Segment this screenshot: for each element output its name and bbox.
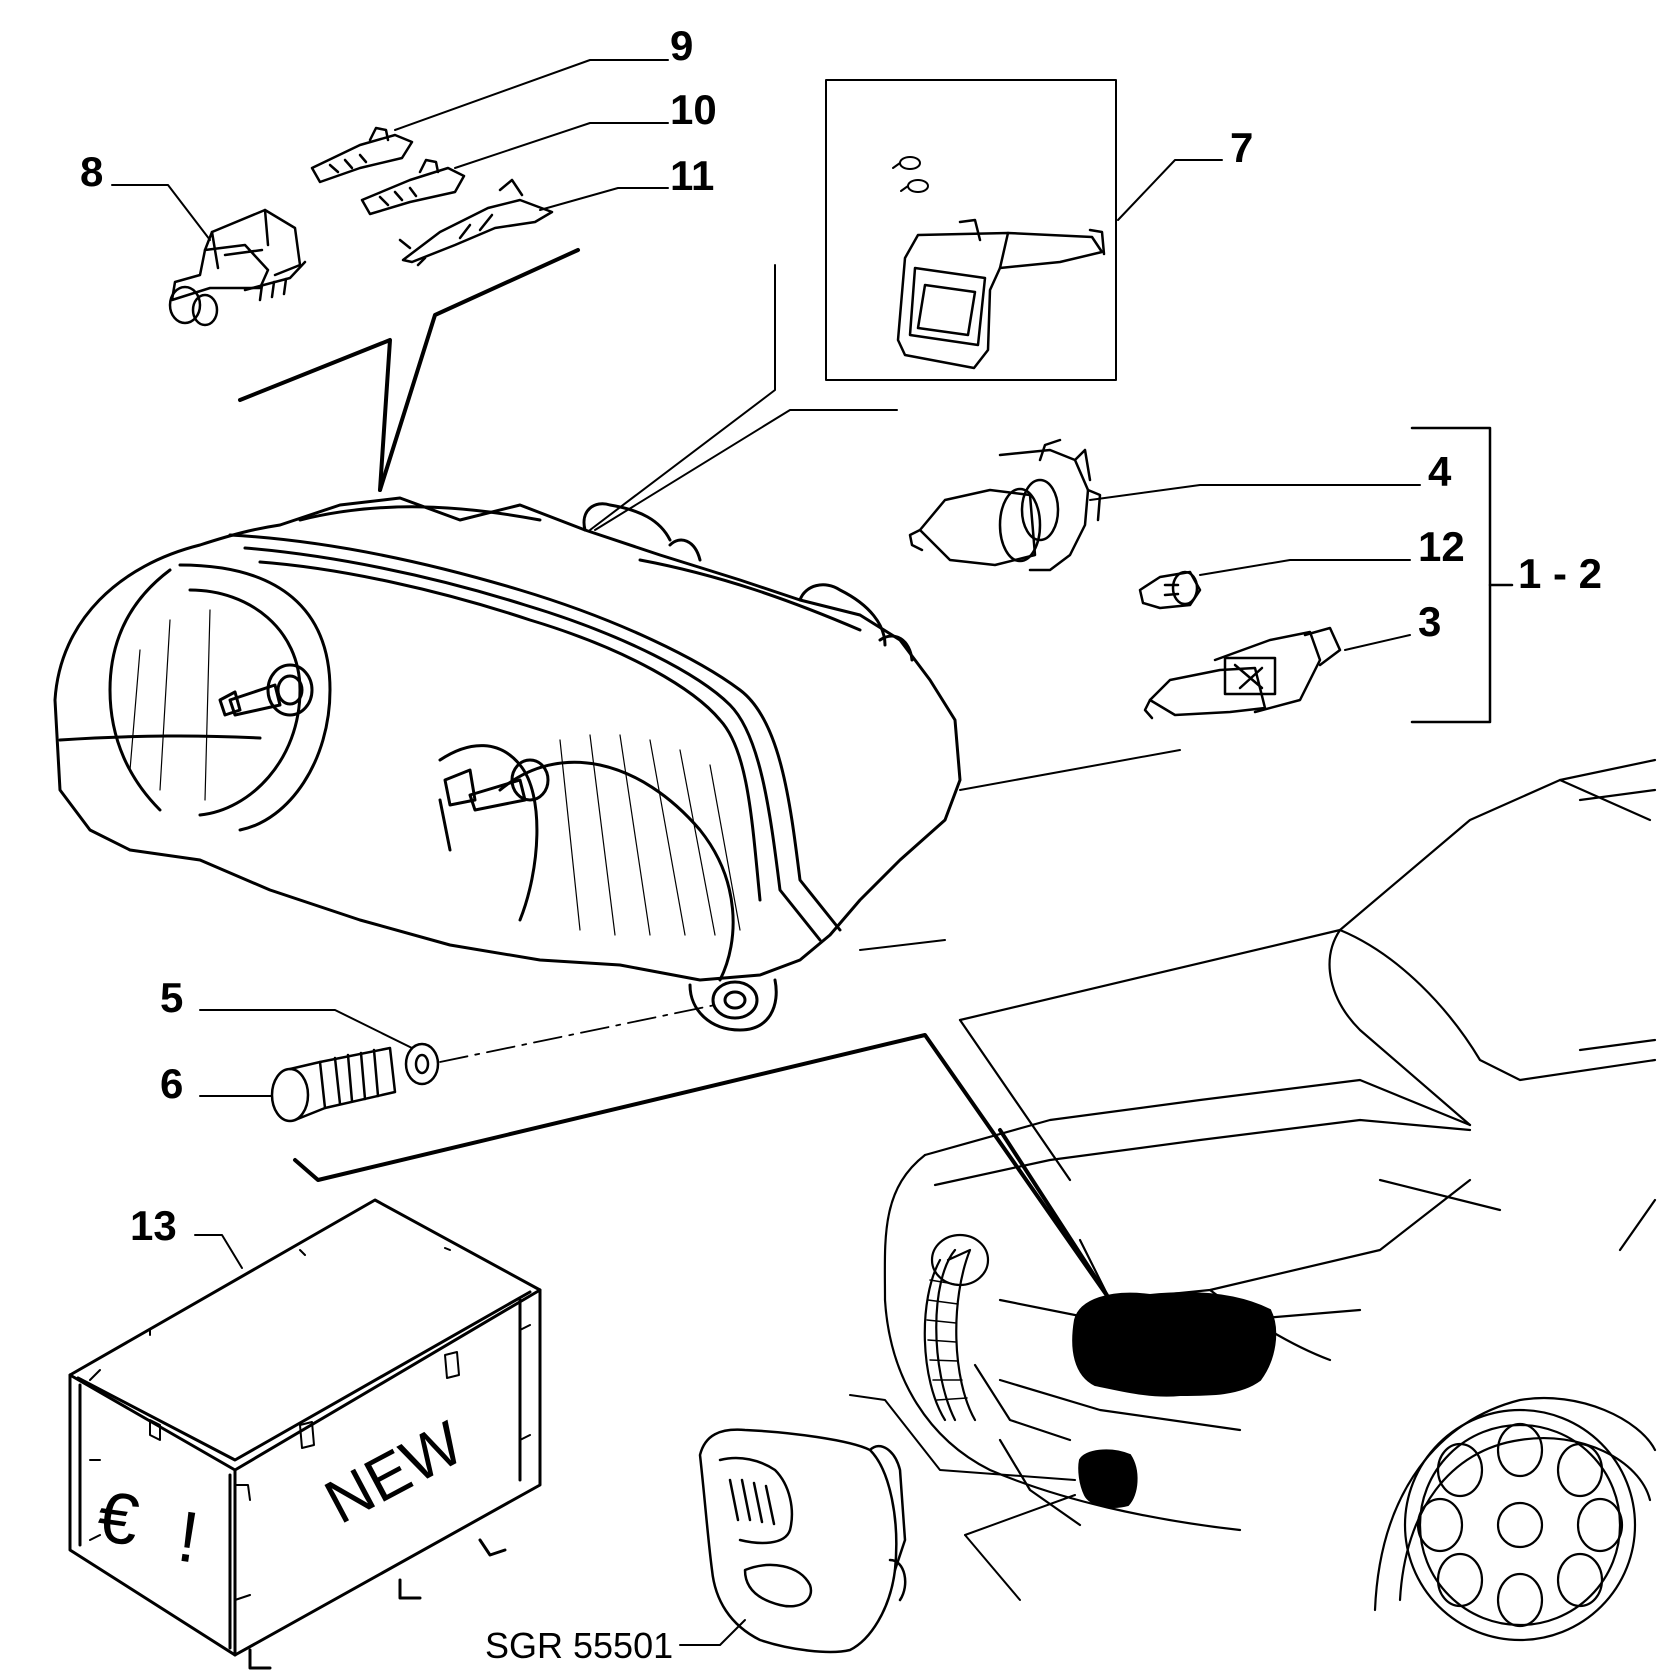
- part-7-screws: [892, 156, 929, 193]
- callout-11: 11: [670, 152, 714, 199]
- wheel-arch: [1373, 1396, 1657, 1612]
- callout-10: 10: [670, 86, 717, 133]
- callout-4-leader: [1089, 484, 1421, 501]
- callout-5-leader: [199, 1009, 413, 1049]
- callout-3-leader: [1344, 634, 1411, 651]
- grille: [935, 1248, 957, 1422]
- part-7-bracket: [896, 218, 1106, 370]
- part-9-terminal: [310, 126, 414, 184]
- part-3-bulb: [1143, 626, 1342, 720]
- hood: [958, 928, 1657, 1082]
- part-11-terminal: [398, 178, 554, 267]
- assembly-axis: [439, 1004, 716, 1063]
- crate-exclaim-label: !: [173, 1497, 204, 1579]
- callout-9-leader: [394, 59, 669, 131]
- headlamp-outline: [53, 496, 962, 982]
- callout-1-2: 1 - 2: [1518, 550, 1602, 597]
- callout-13-leader: [194, 1234, 243, 1269]
- part-5-washer: [404, 1042, 440, 1086]
- part-7-bracket-group: [825, 79, 1117, 381]
- crate-new-label: NEW: [314, 1408, 475, 1537]
- part-6-screw: [270, 1046, 397, 1123]
- callout-9: 9: [670, 22, 693, 69]
- part-13-crate: [68, 1198, 542, 1670]
- callout-13: 13: [130, 1202, 177, 1249]
- headlamp-assembly: [53, 496, 962, 1032]
- part-4-bulb: [908, 438, 1102, 572]
- callout-12-leader: [1199, 559, 1411, 576]
- crate-straps: [89, 1247, 531, 1601]
- callout-3: 3: [1418, 598, 1441, 645]
- part-8-connector: [168, 208, 307, 327]
- windshield: [1338, 758, 1657, 932]
- grille-slats: [926, 1279, 968, 1401]
- callout-4: 4: [1428, 448, 1452, 495]
- part-12-bulb: [1138, 570, 1202, 610]
- callout-1-2-bracket: [1410, 426, 1514, 724]
- callout-5: 5: [160, 974, 183, 1021]
- fog-lamp-leader-lines: [679, 1394, 1076, 1646]
- crate-euro-label: €: [93, 1477, 144, 1562]
- reference-code-label: SGR 55501: [485, 1625, 673, 1666]
- fog-lamp-part: [698, 1428, 907, 1654]
- callout-8-leader: [111, 184, 211, 241]
- car-headlamp-highlight: [1072, 1292, 1277, 1397]
- part-7-inset-frame: [825, 79, 1117, 381]
- low-beam-inner-lens: [188, 588, 302, 817]
- callout-7-leader: [1117, 159, 1223, 221]
- callout-8: 8: [80, 148, 103, 195]
- emblem: [930, 1233, 990, 1287]
- callout-10-leader: [454, 122, 669, 169]
- headlamp-lens-hatching: [129, 609, 741, 936]
- wheel-holes: [1416, 1422, 1624, 1628]
- callout-7: 7: [1230, 124, 1253, 171]
- car-front-outline: [883, 758, 1657, 1642]
- car-foglamp-highlight: [1078, 1449, 1138, 1508]
- detail-pointer-lines: [238, 248, 580, 492]
- wheel-rim: [1403, 1408, 1637, 1642]
- callout-11-leader: [539, 187, 669, 211]
- lower-mount-tab: [688, 978, 778, 1032]
- callout-12: 12: [1418, 523, 1465, 570]
- headlamp-leader-lines: [589, 264, 1181, 951]
- part-10-terminal: [360, 158, 466, 216]
- callout-6: 6: [160, 1060, 183, 1107]
